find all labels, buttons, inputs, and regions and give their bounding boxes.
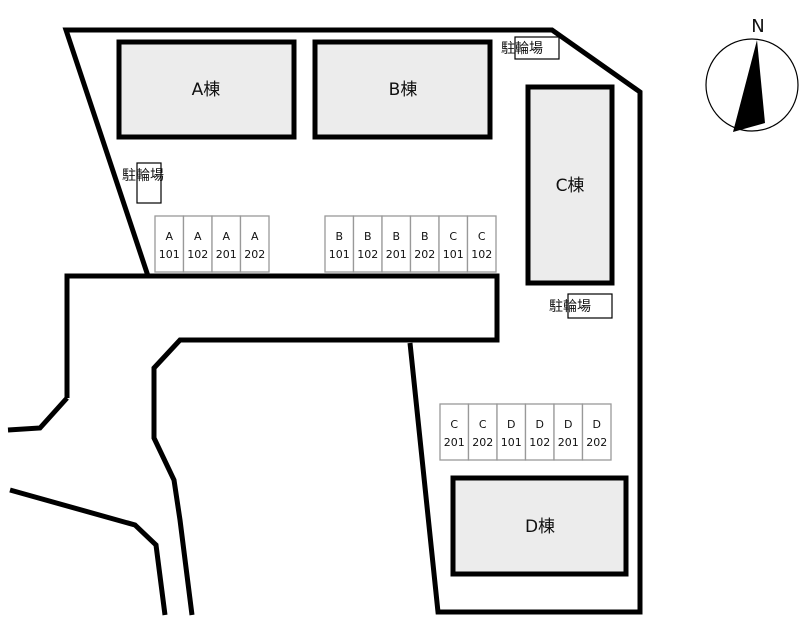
parking-stall-building: B: [364, 230, 372, 243]
parking-stall: C 102: [466, 215, 497, 273]
parking-stall-unit: 202: [244, 248, 265, 261]
building-c-label: C棟: [556, 176, 585, 196]
north-arrow-icon: [733, 40, 765, 132]
parking-stall: D 202: [581, 403, 612, 461]
building-d-label: D棟: [525, 517, 555, 537]
parking-stall: A 101: [154, 215, 185, 273]
building-a-label: A棟: [192, 80, 221, 100]
north-compass: N: [705, 16, 799, 132]
parking-stall: A 202: [239, 215, 270, 273]
parking-stall-building: A: [251, 230, 259, 243]
parking-stall-unit: 201: [216, 248, 237, 261]
parking-stall: B 102: [352, 215, 383, 273]
building-a: A棟: [116, 39, 297, 140]
parking-stall-unit: 102: [357, 248, 378, 261]
parking-stall: C 201: [439, 403, 470, 461]
parking-stall-building: D: [593, 418, 601, 431]
parking-stall-building: D: [564, 418, 572, 431]
parking-stall-building: B: [335, 230, 343, 243]
parking-stall-building: B: [392, 230, 400, 243]
building-b: B棟: [312, 39, 493, 140]
parking-stall-unit: 201: [558, 436, 579, 449]
building-c: C棟: [525, 84, 615, 286]
parking-stall-building: C: [479, 418, 487, 431]
parking-stall-unit: 101: [159, 248, 180, 261]
parking-stall-building: D: [507, 418, 515, 431]
parking-stall: B 202: [409, 215, 440, 273]
parking-stall-unit: 202: [414, 248, 435, 261]
parking-stall: B 201: [381, 215, 412, 273]
parking-stall-unit: 101: [443, 248, 464, 261]
building-d: D棟: [450, 475, 629, 577]
parking-stall-unit: 102: [187, 248, 208, 261]
bike-parking-top-right: 駐輪場: [501, 36, 560, 60]
site-boundary-upper: [62, 27, 643, 615]
parking-stall-unit: 102: [471, 248, 492, 261]
parking-stall-building: C: [478, 230, 486, 243]
driveway-outline: [64, 273, 500, 616]
parking-stall-building: A: [222, 230, 230, 243]
parking-stall-building: D: [536, 418, 544, 431]
parking-stall: C 202: [467, 403, 498, 461]
road-edge-lower: [9, 487, 168, 616]
parking-stall-building: A: [194, 230, 202, 243]
parking-stall-unit: 101: [329, 248, 350, 261]
parking-stall-unit: 201: [386, 248, 407, 261]
bike-parking-right: 駐輪場: [549, 293, 613, 319]
road-edge-left: [7, 396, 69, 433]
parking-stalls: A101A102A201A202B101B102B201B202C101C102…: [154, 215, 612, 461]
parking-stall: D 101: [496, 403, 527, 461]
parking-stall-building: C: [449, 230, 457, 243]
compass-north-label: N: [751, 16, 764, 37]
parking-stall-unit: 101: [501, 436, 522, 449]
bike-parking-left: 駐輪場: [122, 162, 164, 204]
parking-stall: D 102: [524, 403, 555, 461]
parking-stall-unit: 102: [529, 436, 550, 449]
bike-parking-right-label: 駐輪場: [549, 298, 591, 315]
bike-parking-top-right-label: 駐輪場: [501, 40, 543, 57]
parking-stall-building: B: [421, 230, 429, 243]
parking-stall-building: C: [450, 418, 458, 431]
parking-stall-building: A: [165, 230, 173, 243]
parking-stall: A 201: [211, 215, 242, 273]
parking-stall: C 101: [438, 215, 469, 273]
building-b-label: B棟: [389, 80, 418, 100]
parking-stall-unit: 202: [472, 436, 493, 449]
parking-stall: D 201: [553, 403, 584, 461]
bike-parking-left-label: 駐輪場: [122, 167, 164, 184]
parking-stall-unit: 202: [586, 436, 607, 449]
parking-stall: B 101: [324, 215, 355, 273]
parking-stall: A 102: [182, 215, 213, 273]
parking-stall-unit: 201: [444, 436, 465, 449]
